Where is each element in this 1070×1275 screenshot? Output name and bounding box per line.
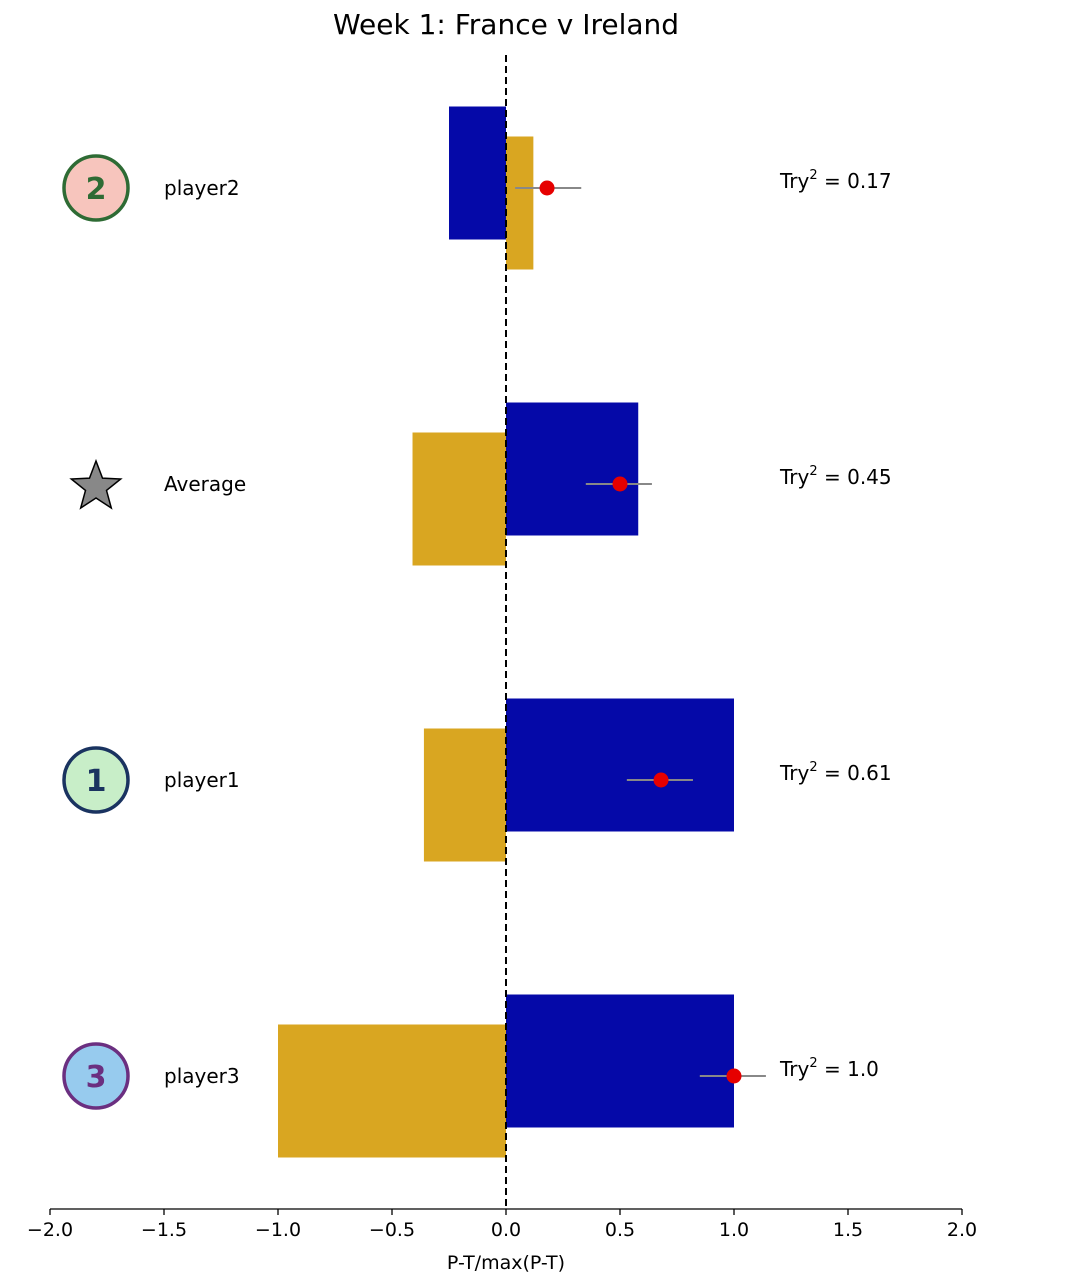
try-label-player2: Try2 = 0.17 [779,168,892,193]
x-axis: −2.0 −1.5 −1.0 −0.5 0.0 0.5 1.0 1.5 2.0 [27,1208,977,1241]
x-axis-label: P-T/max(P-T) [447,1252,565,1274]
point-average [612,476,628,492]
bar-gold-player3 [278,1024,506,1158]
badge-number-3: 3 [86,1060,107,1095]
chart-title: Week 1: France v Ireland [333,8,679,41]
x-tick-label: −1.5 [141,1219,187,1241]
point-player1 [653,772,669,788]
x-tick-label: 2.0 [947,1219,977,1241]
badge-number-1: 1 [86,764,107,799]
player-label-player1: player1 [164,768,240,792]
badge-number-2: 2 [86,172,107,207]
x-tick-label: −0.5 [369,1219,415,1241]
x-tick-label: −1.0 [255,1219,301,1241]
error-bars-layer [515,180,766,1084]
bar-blue-average [506,402,639,536]
bar-gold-player1 [423,728,506,862]
bar-gold-average [412,432,506,566]
bars-layer [278,106,734,1158]
point-player3 [726,1068,742,1084]
try-label-player3: Try2 = 1.0 [779,1056,879,1081]
try-label-average: Try2 = 0.45 [779,464,892,489]
player-label-player2: player2 [164,176,240,200]
bar-blue-player2 [449,106,506,240]
badge-circle-2 [62,154,130,222]
x-tick-label: 0.5 [605,1219,635,1241]
badge-circle-1 [62,746,130,814]
bar-blue-player1 [506,698,734,832]
point-player2 [539,180,555,196]
bar-blue-player3 [506,994,734,1128]
player-label-average: Average [164,472,246,496]
x-tick-label: 0.0 [491,1219,521,1241]
x-tick-label: −2.0 [27,1219,73,1241]
badge-circle-3 [62,1042,130,1110]
try-label-player1: Try2 = 0.61 [779,760,892,785]
player-label-player3: player3 [164,1064,240,1088]
bar-gold-player2 [506,136,534,270]
x-tick-label: 1.0 [719,1219,749,1241]
x-tick-label: 1.5 [833,1219,863,1241]
star-icon [69,458,123,510]
